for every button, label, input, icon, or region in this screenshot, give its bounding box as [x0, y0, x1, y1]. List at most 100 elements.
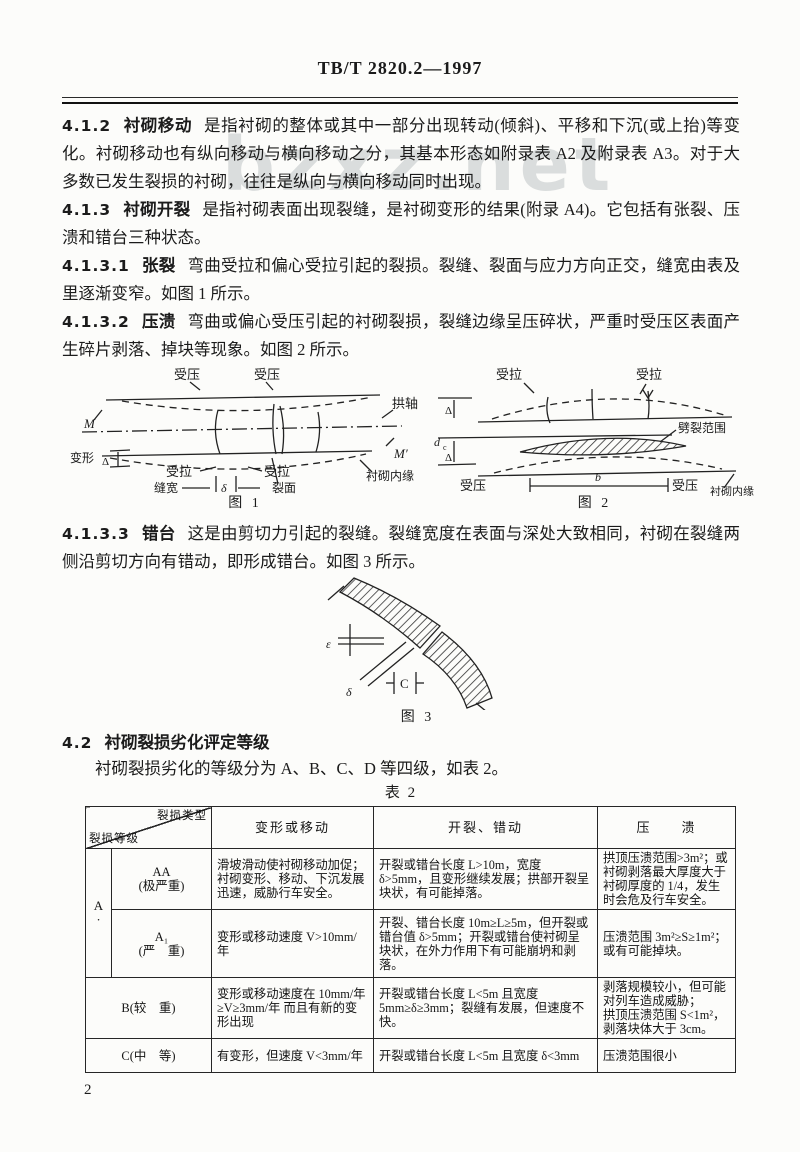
fig2-label-compression-right: 受压 — [672, 478, 698, 493]
clause-term: 压溃 — [141, 312, 176, 331]
figure-2: 受拉 受拉 Δ d c Δ 劈裂范围 受压 b 受压 衬砌内缘 图 2 — [432, 366, 757, 512]
fig2-label-delta-bottom: Δ — [445, 452, 452, 464]
fig2-label-d: d — [434, 435, 441, 449]
cell-aa-crush: 拱顶压溃范围>3m²；或衬砌剥落最大厚度大于衬砌厚度的 1/4，发生时会危及行车… — [597, 848, 736, 910]
clause-number: 4.2 — [62, 734, 93, 752]
clause-4-1-3-1: 4.1.3.1 张裂弯曲受拉和偏心受拉引起的裂损。裂缝、裂面与应力方向正交，缝宽由… — [62, 252, 740, 308]
grade-cell-a1: A₁ (严 重) — [111, 909, 212, 978]
watermark: bzxz.net — [222, 122, 616, 208]
corner-label-damage-type: 裂损类型 — [157, 810, 207, 822]
section-4-2-body: 衬砌裂损劣化的等级分为 A、B、C、D 等四级，如表 2。 — [95, 759, 508, 778]
clause-body: 是指衬砌的整体或其中一部分出现转动(倾斜)、平移和下沉(或上抬)等变化。衬砌移动… — [62, 116, 741, 191]
table-2: 裂损类型 裂损等级 变形或移动 开裂、错动 压 溃 A · AA (极严重) 滑… — [85, 806, 736, 1073]
section-title: 衬砌裂损劣化评定等级 — [104, 733, 270, 752]
cell-b-move: 变形或移动速度在 10mm/年≥V≥3mm/年 而且有新的变形出现 — [211, 977, 374, 1039]
fig1-label-tension-left: 受拉 — [166, 464, 192, 479]
corner-header-cell: 裂损类型 裂损等级 — [85, 806, 212, 849]
table-2-caption: 表 2 — [384, 785, 418, 801]
header-rule — [62, 97, 738, 104]
clause-4-1-3-3: 4.1.3.3 错台这是由剪切力引起的裂缝。裂缝宽度在表面与深处大致相同，衬砌在裂… — [62, 520, 740, 576]
fig3-label-epsilon: ε — [326, 637, 331, 651]
grade-label: A₁ — [154, 929, 169, 944]
table-header-row: 裂损类型 裂损等级 变形或移动 开裂、错动 压 溃 — [85, 806, 736, 849]
fig1-label-arch-axis: 拱轴 — [392, 396, 418, 411]
doc-code: TB/T 2820.2—1997 — [317, 58, 483, 78]
figure-1: 受压 受压 拱轴 M M′ 变形 Δ 受拉 受拉 衬砌内缘 缝宽 δ 裂面 图 … — [70, 366, 420, 512]
clause-number: 4.1.3.2 — [62, 313, 130, 331]
cell-c-move: 有变形，但速度 V<3mm/年 — [211, 1038, 374, 1073]
clause-body: 是指衬砌表面出现裂缝，是衬砌变形的结果(附录 A4)。它包括有张裂、压溃和错台三… — [62, 200, 741, 247]
fig1-label-crack-face: 裂面 — [272, 481, 296, 495]
fig1-label-delta: δ — [221, 481, 227, 495]
clause-body: 弯曲受拉和偏心受拉引起的裂损。裂缝、裂面与应力方向正交，缝宽由表及里逐渐变窄。如… — [62, 256, 741, 303]
clause-4-1-3-2: 4.1.3.2 压溃弯曲或偏心受压引起的衬砌裂损，裂缝边缘呈压碎状，严重时受压区表… — [62, 308, 740, 364]
fig2-label-d-subscript: c — [443, 443, 447, 452]
fig3-label-delta: δ — [346, 685, 352, 699]
grade-group-a-label: A — [93, 898, 104, 913]
clause-number: 4.1.3 — [62, 201, 112, 219]
clause-number: 4.1.3.3 — [62, 525, 130, 543]
grade-sublabel: (严 重) — [138, 943, 185, 958]
clause-body: 弯曲或偏心受压引起的衬砌裂损，裂缝边缘呈压碎状，严重时受压区表面产生碎片剥落、掉… — [62, 312, 741, 359]
cell-c-crush: 压溃范围很小 — [597, 1038, 736, 1073]
cell-b-crack: 开裂或错台长度 L<5m 且宽度 5mm≥δ≥3mm；裂缝有发展，但速度不快。 — [373, 977, 598, 1039]
grade-cell-b: B(较 重) — [85, 977, 212, 1039]
fig1-label-lining-edge: 衬砌内缘 — [366, 469, 414, 483]
cell-c-crack: 开裂或错台长度 L<5m 且宽度 δ<3mm — [373, 1038, 598, 1073]
table-row-c: C(中 等) 有变形，但速度 V<3mm/年 开裂或错台长度 L<5m 且宽度 … — [85, 1038, 736, 1073]
fig1-label-m-prime: M′ — [393, 446, 408, 461]
clause-4-1-2: 4.1.2 衬砌移动是指衬砌的整体或其中一部分出现转动(倾斜)、平移和下沉(或上抬… — [62, 112, 740, 196]
corner-label-damage-grade: 裂损等级 — [89, 833, 139, 845]
fig2-label-b: b — [595, 470, 601, 484]
figure-3-drawing: ε δ C — [326, 577, 493, 710]
clause-number: 4.1.3.1 — [62, 257, 130, 275]
clause-number: 4.1.2 — [62, 117, 112, 135]
figure-1-caption: 图 1 — [228, 496, 262, 511]
fig1-label-crack-width: 缝宽 — [154, 480, 178, 495]
column-header-deform-move: 变形或移动 — [211, 806, 374, 849]
fig1-label-compression-left: 受压 — [174, 367, 200, 382]
grade-sublabel: (极严重) — [138, 879, 185, 893]
page-content: 4.1.2 衬砌移动是指衬砌的整体或其中一部分出现转动(倾斜)、平移和下沉(或上抬… — [62, 112, 754, 819]
column-header-crack-shift: 开裂、错动 — [373, 806, 598, 849]
clause-4-1-3: 4.1.3 衬砌开裂是指衬砌表面出现裂缝，是衬砌变形的结果(附录 A4)。它包括有… — [62, 196, 740, 252]
fig1-label-m: M — [83, 416, 96, 431]
table-row-b: B(较 重) 变形或移动速度在 10mm/年≥V≥3mm/年 而且有新的变形出现… — [85, 977, 736, 1039]
cell-b-crush: 剥落规模较小，但可能对列车造成威胁； 拱顶压溃范围 S<1m²，剥落块体大于 3… — [597, 977, 736, 1039]
clause-term: 张裂 — [141, 256, 176, 275]
fig1-label-deform: 变形 — [70, 450, 94, 465]
grade-label: AA — [152, 865, 171, 879]
clause-term: 衬砌开裂 — [123, 200, 191, 219]
fig1-label-delta-cap: Δ — [102, 456, 109, 468]
fig2-label-compression-left: 受压 — [460, 478, 486, 493]
grade-cell-aa: AA (极严重) — [111, 848, 212, 910]
figures-1-2-row: 受压 受压 拱轴 M M′ 变形 Δ 受拉 受拉 衬砌内缘 缝宽 δ 裂面 图 … — [62, 366, 754, 512]
fig1-label-compression-right: 受压 — [254, 367, 280, 382]
grade-cell-c: C(中 等) — [85, 1038, 212, 1073]
fig3-label-c: C — [400, 676, 409, 691]
fig2-label-tension-right: 受拉 — [636, 367, 662, 382]
fig2-label-lining-edge: 衬砌内缘 — [710, 484, 754, 496]
figure-3-caption: 图 3 — [400, 710, 435, 725]
clause-term: 错台 — [141, 524, 176, 543]
cell-aa-move: 滑坡滑动使衬砌移动加促； 衬砌变形、移动、下沉发展迅速，威胁行车安全。 — [211, 848, 374, 910]
figure-2-drawing: 受拉 受拉 Δ d c Δ 劈裂范围 受压 b 受压 衬砌内缘 — [434, 367, 754, 496]
page-number: 2 — [84, 1082, 92, 1098]
cell-a1-move: 变形或移动速度 V>10mm/年 — [211, 909, 374, 978]
fig2-label-delta-top: Δ — [445, 405, 452, 417]
clause-body: 这是由剪切力引起的裂缝。裂缝宽度在表面与深处大致相同，衬砌在裂缝两侧沿剪切方向有… — [62, 524, 741, 571]
fig2-label-split-range: 劈裂范围 — [678, 420, 726, 435]
column-header-crush: 压 溃 — [597, 806, 736, 849]
table-row-a1: A₁ (严 重) 变形或移动速度 V>10mm/年 开裂、错台长度 10m≥L≥… — [86, 909, 736, 978]
grade-group-a-cell: A · — [85, 848, 112, 978]
figure-1-drawing: 受压 受压 拱轴 M M′ 变形 Δ 受拉 受拉 衬砌内缘 缝宽 δ 裂面 — [70, 367, 418, 495]
fig2-label-tension-left: 受拉 — [496, 367, 522, 382]
cell-a1-crack: 开裂、错台长度 10m≥L≥5m，但开裂或错台值 δ>5mm；开裂或错台使衬砌呈… — [373, 909, 598, 978]
table-row-aa: A · AA (极严重) 滑坡滑动使衬砌移动加促； 衬砌变形、移动、下沉发展迅速… — [85, 848, 736, 978]
cell-a1-crush: 压溃范围 3m²≥S≥1m²；或有可能掉块。 — [597, 909, 736, 978]
clause-term: 衬砌移动 — [123, 116, 193, 135]
figure-2-caption: 图 2 — [577, 496, 612, 511]
figure-3: ε δ C 图 3 — [290, 576, 545, 726]
fig1-label-tension-right: 受拉 — [264, 464, 290, 479]
